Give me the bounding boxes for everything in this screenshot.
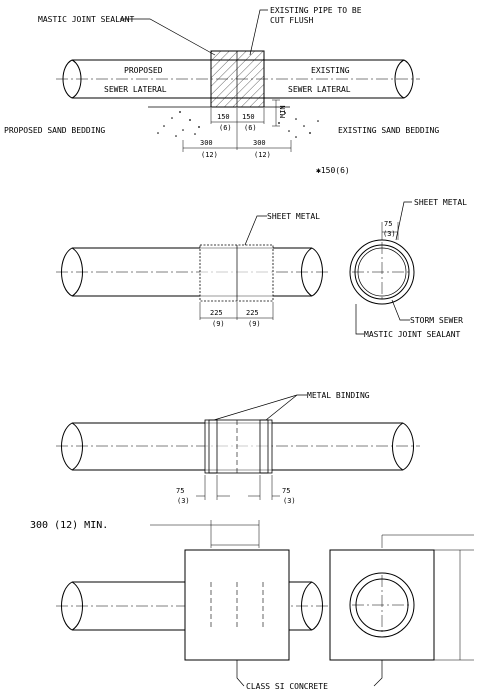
footnote-label: ✱150(6) [316, 166, 350, 175]
dim-3-right: (3) [283, 497, 296, 505]
detail-2-sheet-metal-joint: SHEET METAL SHEET METAL 75 (3) 225 (9) 2… [56, 198, 467, 339]
existing-sewer-lateral-label: SEWER LATERAL [288, 85, 351, 94]
dim-3-left: (3) [177, 497, 190, 505]
concrete-collar [184, 549, 290, 661]
detail-3-metal-binding-joint: METAL BINDING 75 (3) 75 (3) [56, 391, 420, 505]
sand-bedding-dots [157, 111, 319, 138]
mastic-sealant-label: MASTIC JOINT SEALANT [364, 330, 461, 339]
vertical-min-label: MIN [279, 105, 287, 118]
sheet-metal-right-label: SHEET METAL [414, 198, 467, 207]
dim-75-right: 75 [282, 487, 290, 495]
dim-150-left: 150 [217, 113, 230, 121]
proposed-sewer-lateral-label: SEWER LATERAL [104, 85, 167, 94]
mastic-joint-sealant-label: MASTIC JOINT SEALANT [38, 15, 135, 24]
dim-150-right: 150 [242, 113, 255, 121]
metal-binding-label: METAL BINDING [307, 391, 370, 400]
dim-225-right: 225 [246, 309, 259, 317]
existing-pipe-label-line1: EXISTING PIPE TO BE [270, 6, 362, 15]
right-binding-band [259, 419, 269, 474]
min-dimension-label: 300 (12) MIN. [30, 520, 108, 531]
dim-300-left: 300 [200, 139, 213, 147]
proposed-label: PROPOSED [124, 66, 163, 75]
dim-6-right: (6) [244, 124, 257, 132]
mastic-sealant-block [210, 50, 265, 108]
existing-pipe-label-line2: CUT FLUSH [270, 16, 314, 25]
dim-3-label: (3) [383, 230, 396, 238]
binding-sleeve [204, 419, 273, 474]
dim-9-left: (9) [212, 320, 225, 328]
dim-75-left: 75 [176, 487, 184, 495]
existing-label: EXISTING [311, 66, 350, 75]
dim-12-left: (12) [201, 151, 218, 159]
detail-4-concrete-collar: 300 (12) MIN. CLASS SI CONCRETE [30, 520, 474, 691]
sheet-metal-label: SHEET METAL [267, 212, 320, 221]
dim-300-right: 300 [253, 139, 266, 147]
dim-75-label: 75 [384, 220, 392, 228]
left-binding-band [208, 419, 218, 474]
proposed-sand-bedding-label: PROPOSED SAND BEDDING [4, 126, 105, 135]
concrete-end-section [329, 549, 435, 661]
dim-12-right: (12) [254, 151, 271, 159]
dim-6-left: (6) [219, 124, 232, 132]
pipe-end-section [349, 239, 415, 305]
existing-sand-bedding-label: EXISTING SAND BEDDING [338, 126, 439, 135]
dim-225-left: 225 [210, 309, 223, 317]
storm-sewer-label: STORM SEWER [410, 316, 463, 325]
class-si-concrete-label: CLASS SI CONCRETE [246, 682, 328, 691]
dim-9-right: (9) [248, 320, 261, 328]
detail-1-flush-joint: MASTIC JOINT SEALANT EXISTING PIPE TO BE… [4, 6, 439, 175]
sheet-metal-sleeve [199, 244, 274, 302]
